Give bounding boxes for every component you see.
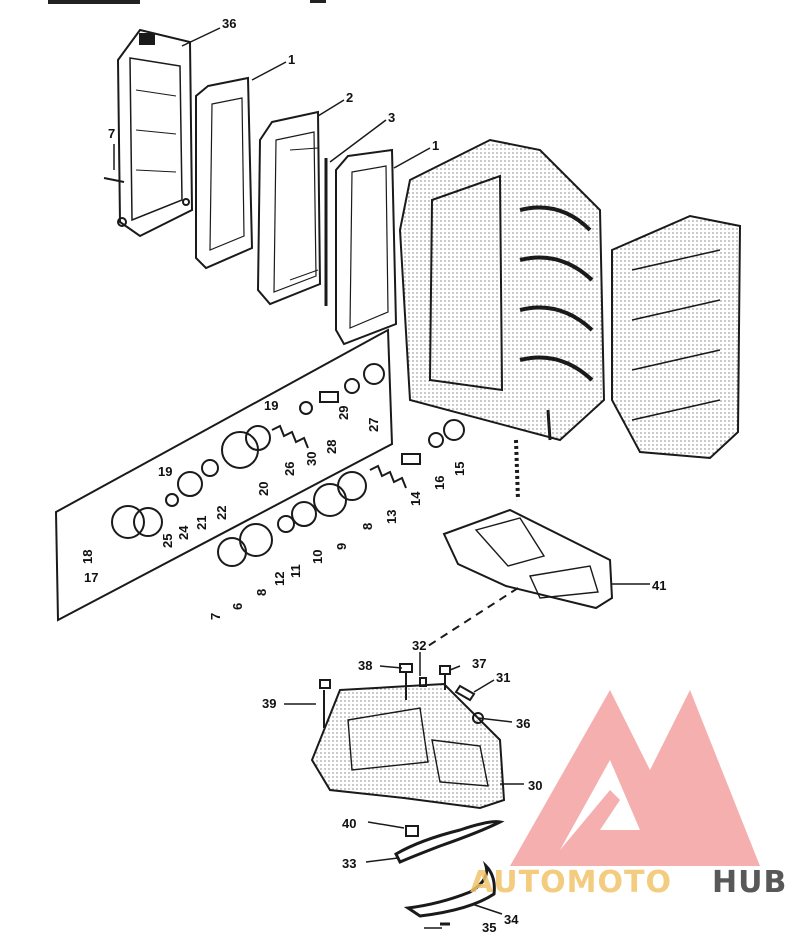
callout-26: 28 [324,440,339,454]
callout-4: 36 [222,16,236,31]
callout-24: 25 [160,534,175,548]
callout-25: 26 [282,462,297,476]
callout-19b: 19 [158,464,172,479]
callout-27: 27 [366,418,381,432]
callout-11: 11 [288,564,303,578]
watermark-logo-icon [510,690,760,866]
exhaust-plate-part [310,682,506,810]
callout-21: 21 [194,516,209,530]
adapter-gasket-part [442,508,614,610]
callout-1a: 1 [288,52,295,67]
crankcase-block [398,138,606,501]
callout-40: 40 [342,816,356,831]
reed-block-part [103,28,194,238]
callout-36: 36 [516,716,530,731]
callout-5: 7 [108,126,115,141]
callout-10: 10 [310,550,325,564]
callout-labels: 36 1 2 3 1 7 19 29 27 28 30 26 20 19 24 … [80,16,666,935]
automotohub-watermark: AUTOMOTO HUB [470,690,787,900]
callout-41: 41 [652,578,666,593]
pump-assembly-frame [54,328,394,622]
callout-35: 35 [482,920,496,935]
leader-lines [113,27,650,929]
callout-31: 31 [496,670,510,685]
callout-30: 30 [528,778,542,793]
callout-29: 30 [304,452,319,466]
callout-16: 16 [432,476,447,490]
callout-39: 39 [262,696,276,711]
callout-20: 20 [256,482,271,496]
cylinder-block [611,214,742,460]
callout-38: 38 [358,658,372,673]
callout-12: 12 [272,572,287,586]
callout-17: 17 [84,570,98,585]
baffle-parts [394,820,505,918]
watermark-text-hub: HUB [712,865,787,900]
callout-9: 9 [334,543,349,550]
callout-1b: 1 [432,138,439,153]
cropped-header-remnant [48,0,326,4]
alignment-line [427,587,519,647]
callout-7: 7 [208,613,223,620]
pump-components [111,363,465,567]
callout-33: 33 [342,856,356,871]
callout-13: 13 [384,510,399,524]
divider-plate-part [256,110,322,306]
callout-14: 14 [408,491,423,506]
callout-3: 3 [388,110,395,125]
callout-22: 22 [214,506,229,520]
watermark-text-auto: AUTOMOTO [470,865,672,900]
callout-34: 34 [504,912,519,927]
callout-19a: 19 [264,398,278,413]
callout-23: 24 [176,525,191,540]
gasket-part-2 [335,148,398,346]
callout-8a: 8 [360,523,375,530]
callout-32: 32 [412,638,426,653]
callout-8b: 8 [254,589,269,596]
callout-18: 18 [80,550,95,564]
callout-6: 6 [230,603,245,610]
callout-2: 2 [346,90,353,105]
callout-28: 29 [336,406,351,420]
gasket-part [195,76,254,270]
callout-15: 15 [452,462,467,476]
callout-37: 37 [472,656,486,671]
